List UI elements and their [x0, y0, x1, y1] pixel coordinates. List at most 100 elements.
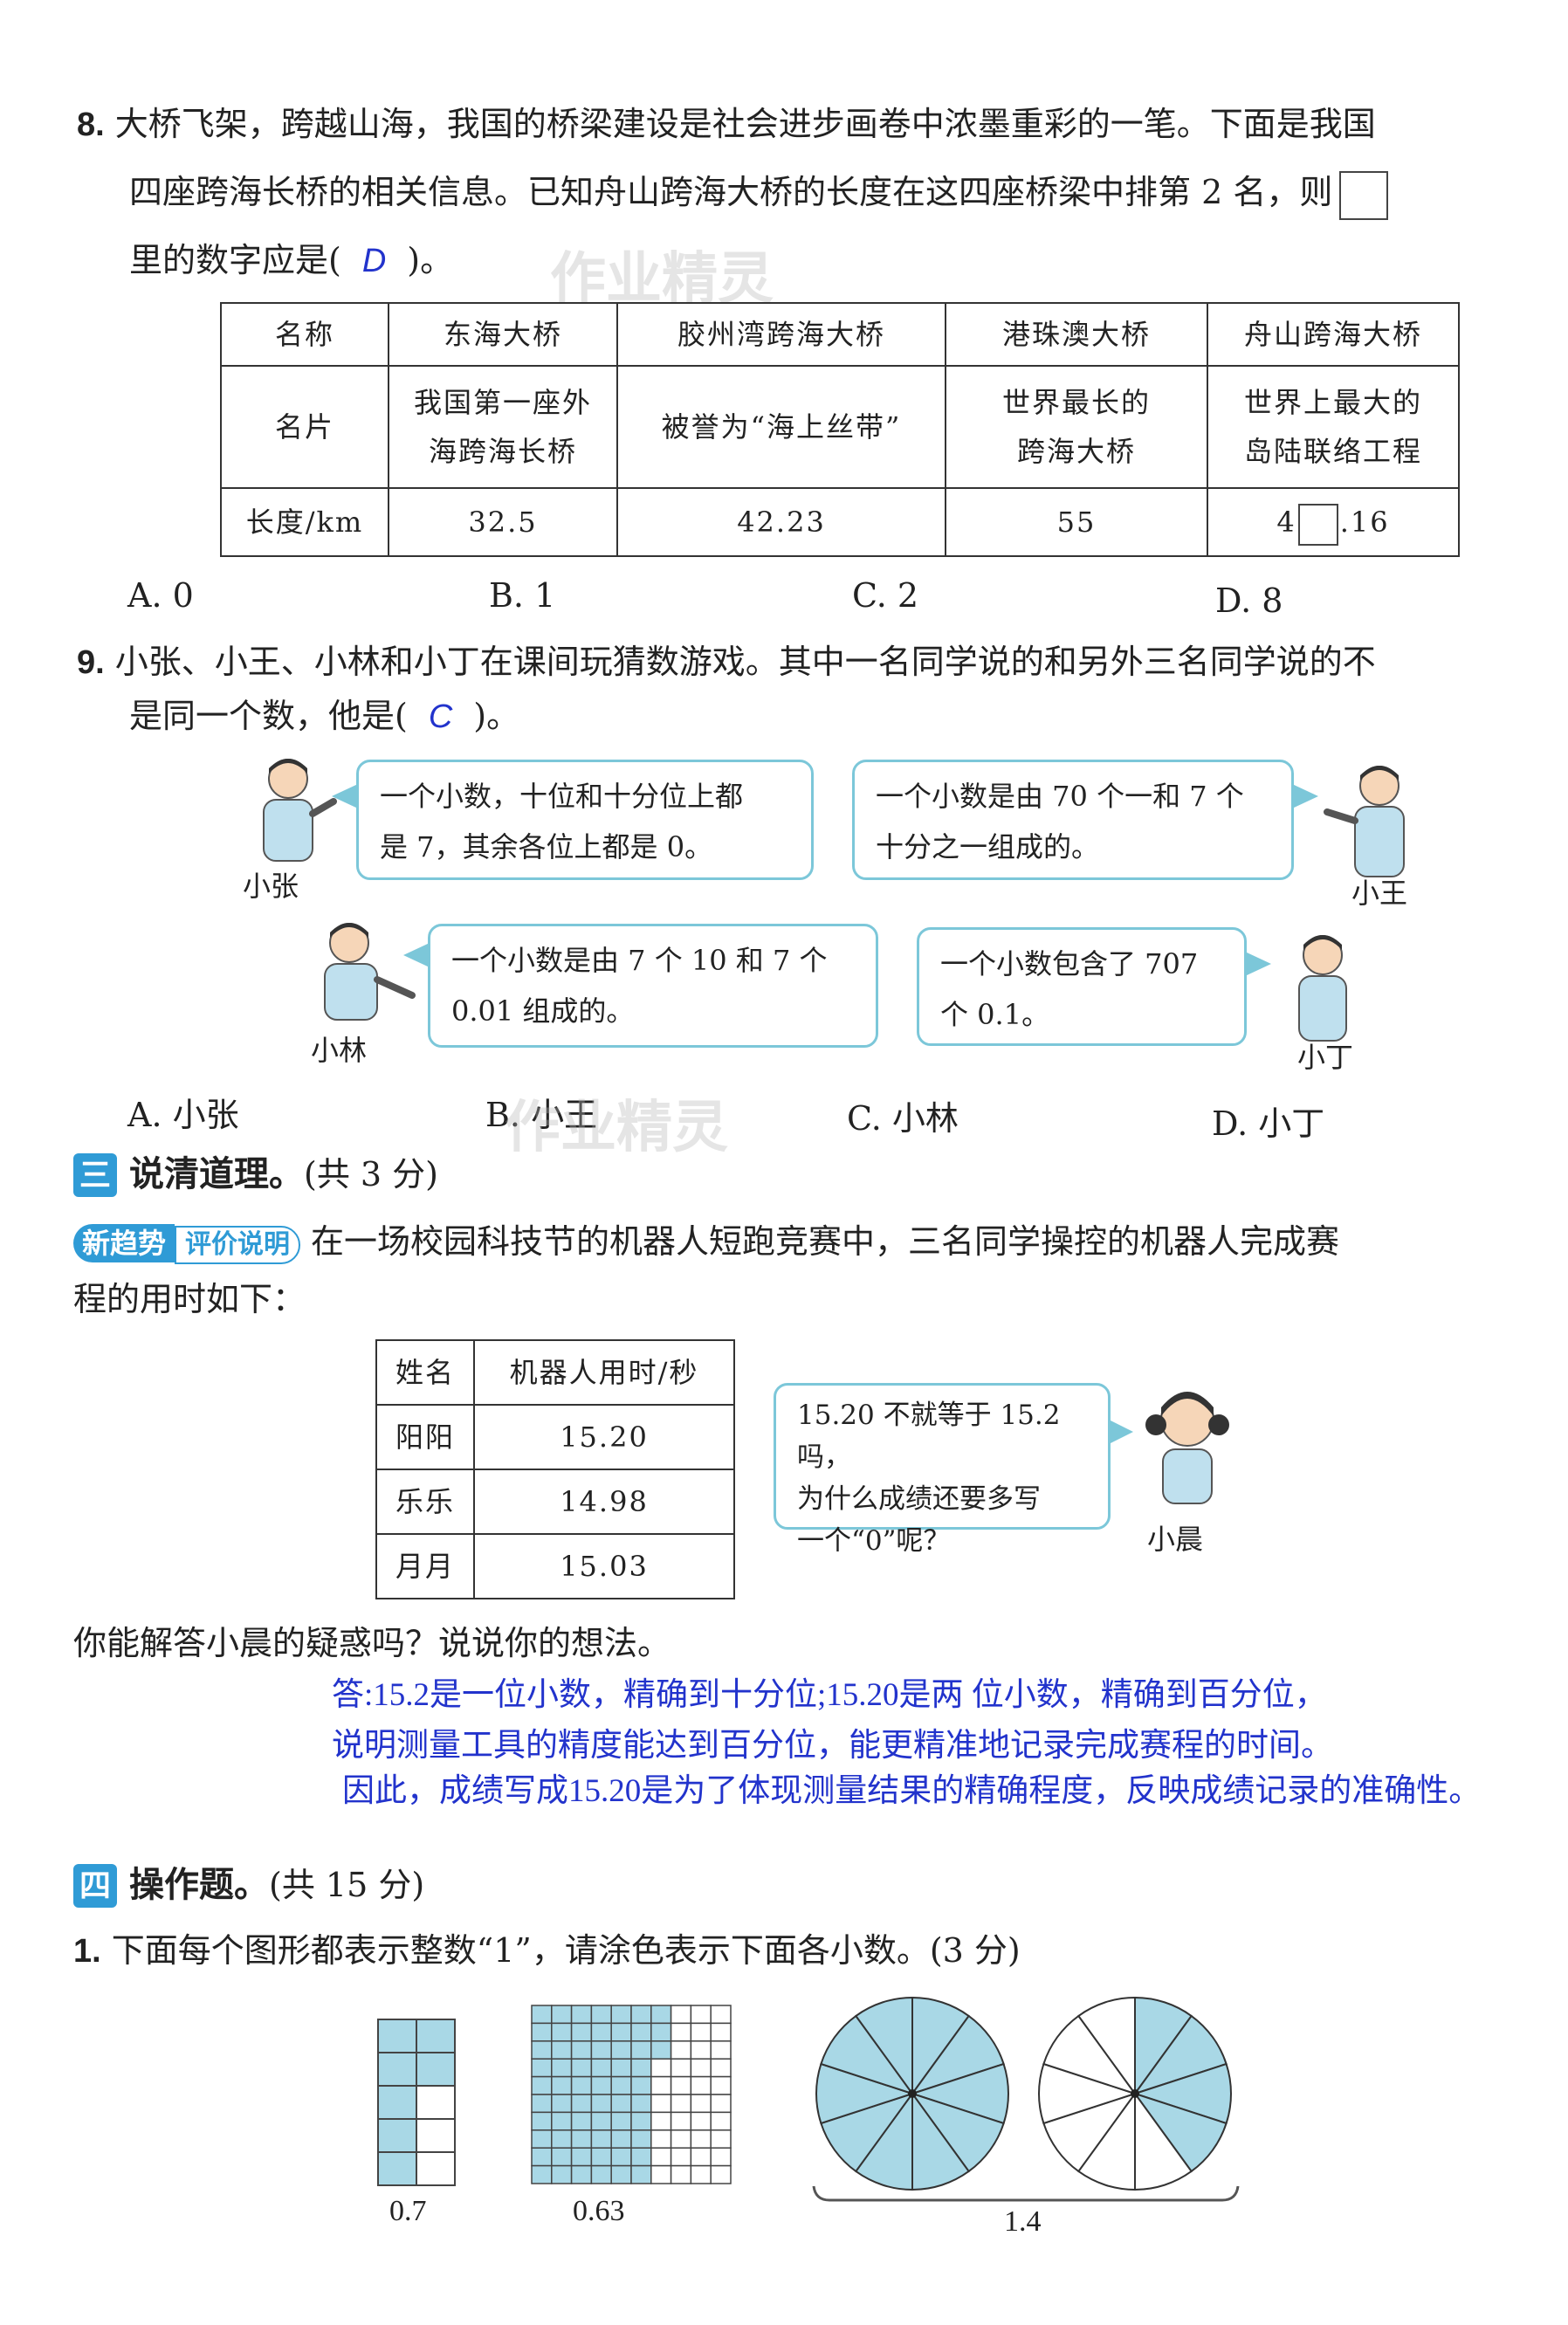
answer-line-3[interactable]: 因此，成绩写成15.20是为了体现测量结果的精确程度，反映成绩记录的准确性。 [342, 1773, 1482, 1809]
speech-bubble: 一个小数是由 70 个一和 7 个 十分之一组成的。 [852, 760, 1294, 880]
grid-cell [610, 2022, 632, 2042]
grid-cell [551, 2164, 573, 2184]
cell-name: 乐乐 [375, 1469, 475, 1535]
grid-cell [630, 2005, 652, 2025]
section3-text-1: 在一场校园科技节的机器人短跑竞赛中，三名同学操控的机器人完成赛 [311, 1222, 1340, 1261]
speaker-name: 小晨 [1147, 1523, 1204, 1556]
grid-cell [570, 2129, 593, 2149]
trend-tag: 新趋势 [73, 1224, 175, 1262]
grid-cell [630, 2058, 652, 2078]
watermark: 作业精灵 [550, 247, 774, 312]
label-0-63: 0.63 [573, 2195, 625, 2227]
bridge-length: 55 [945, 487, 1208, 557]
length-pre: 4 [1276, 506, 1296, 539]
bubble-line: 十分之一组成的。 [876, 830, 1100, 863]
card-line: 世界最长的 [1001, 386, 1151, 419]
grid-cell [610, 2075, 632, 2095]
grid-cell [590, 2147, 612, 2167]
grid-cell [710, 2075, 732, 2095]
q9-option-b[interactable]: B. 小王 [485, 1096, 598, 1134]
grid-cell [710, 2129, 732, 2149]
grid-cell [670, 2111, 692, 2131]
label-1-4: 1.4 [1004, 2205, 1042, 2238]
bridge-card: 世界上最大的 岛陆联络工程 [1207, 365, 1460, 489]
section3-intro-2: 程的用时如下： [73, 1280, 306, 1318]
q8-text-1: 大桥飞架，跨越山海，我国的桥梁建设是社会进步画卷中浓墨重彩的一笔。下面是我国 [114, 105, 1376, 143]
bridge-length-blank: 4.16 [1207, 487, 1460, 557]
bridge-name: 港珠澳大桥 [945, 302, 1208, 367]
grid-cell [690, 2040, 712, 2060]
circle-one [815, 1996, 1009, 2191]
circle-two [1038, 1996, 1232, 2191]
grid-cell [590, 2022, 612, 2042]
grid-cell [690, 2129, 712, 2149]
q8-answer[interactable]: D [361, 243, 387, 279]
grid-cell [630, 2075, 652, 2095]
grid-cell [531, 2075, 553, 2095]
grid-cell [690, 2005, 712, 2025]
grid-cell [531, 2111, 553, 2131]
q8-option-c[interactable]: C. 2 [852, 576, 919, 615]
q9-option-c[interactable]: C. 小林 [847, 1099, 959, 1138]
grid-cell [531, 2129, 553, 2149]
grid-cell [570, 2147, 593, 2167]
boy-figure-icon [324, 923, 416, 1021]
q9-answer[interactable]: C [428, 698, 453, 735]
grid-cell [650, 2164, 672, 2184]
grid-cell [630, 2094, 652, 2114]
table-header-row: 姓名 机器人用时/秒 [375, 1339, 735, 1406]
bridge-row-length: 长度/km 32.5 42.23 55 4.16 [220, 487, 1460, 557]
table-row: 阳阳 15.20 [375, 1404, 735, 1470]
q9-number: 9. [77, 644, 105, 681]
q8-option-b[interactable]: B. 1 [489, 576, 556, 615]
grid-cell [610, 2094, 632, 2114]
q8-option-d[interactable]: D. 8 [1215, 581, 1283, 620]
length-post: .16 [1339, 506, 1390, 539]
grid-cell [650, 2111, 672, 2131]
q8-option-a[interactable]: A. 0 [127, 576, 194, 615]
grid-cell [570, 2022, 593, 2042]
section3-header: 三说清道理。(共 3 分) [73, 1145, 438, 1197]
grid-cell [710, 2111, 732, 2131]
cell-time: 14.98 [473, 1469, 735, 1535]
answer-line-1[interactable]: 答:15.2是一位小数，精确到十分位;15.20是两 位小数，精确到百分位， [332, 1677, 1327, 1713]
grid-cell [690, 2111, 712, 2131]
watermark: 作业精灵 [505, 1096, 728, 1160]
section3-intro-1: 新趋势评价说明在一场校园科技节的机器人短跑竞赛中，三名同学操控的机器人完成赛 [73, 1212, 1339, 1271]
strip-cell [377, 2118, 417, 2153]
grid-cell [570, 2164, 593, 2184]
bridge-row-name: 名称 东海大桥 胶州湾跨海大桥 港珠澳大桥 舟山跨海大桥 [220, 302, 1460, 367]
q9-text-2: 是同一个数，他是( [129, 697, 408, 735]
grid-cell [551, 2022, 573, 2042]
speaker-name: 小王 [1351, 877, 1408, 910]
grid-cell [690, 2164, 712, 2184]
q8-text-3b: )。 [407, 241, 454, 279]
eval-tag: 评价说明 [175, 1226, 301, 1264]
q9-option-a[interactable]: A. 小张 [127, 1096, 239, 1134]
q9-text-2b: )。 [473, 697, 520, 735]
grid-cell [551, 2058, 573, 2078]
grid-cell [590, 2129, 612, 2149]
circle-figures[interactable] [812, 1996, 1240, 2214]
q8-line2: 四座跨海长桥的相关信息。已知舟山跨海大桥的长度在这四座桥梁中排第 2 名，则 [129, 162, 1389, 222]
cell-time: 15.20 [473, 1404, 735, 1470]
grid-figure[interactable] [529, 2003, 733, 2186]
circle-sector [854, 1996, 913, 2097]
grid-cell [590, 2094, 612, 2114]
q9-option-d[interactable]: D. 小丁 [1212, 1104, 1325, 1143]
q8-line1: 8. 大桥飞架，跨越山海，我国的桥梁建设是社会进步画卷中浓墨重彩的一笔。下面是我… [77, 94, 1376, 155]
speech-bubble: 一个小数，十位和十分位上都 是 7，其余各位上都是 0。 [356, 760, 814, 880]
section4-q1-number: 1. [73, 1933, 101, 1970]
bridge-card: 世界最长的 跨海大桥 [945, 365, 1208, 489]
answer-line-2[interactable]: 说明测量工具的精度能达到百分位，能更精准地记录完成赛程的时间。 [332, 1728, 1333, 1764]
section4-badge: 四 [73, 1864, 117, 1908]
strip-figure[interactable] [375, 2017, 457, 2188]
section4-header: 四操作题。(共 15 分) [73, 1856, 424, 1908]
circle-center [1131, 2089, 1139, 2098]
grid-cell [590, 2111, 612, 2131]
card-line: 岛陆联络工程 [1243, 435, 1422, 468]
card-line: 我国第一座外 [413, 386, 592, 419]
cell-time: 15.03 [473, 1533, 735, 1599]
grid-cell [690, 2147, 712, 2167]
strip-cell [416, 2118, 456, 2153]
